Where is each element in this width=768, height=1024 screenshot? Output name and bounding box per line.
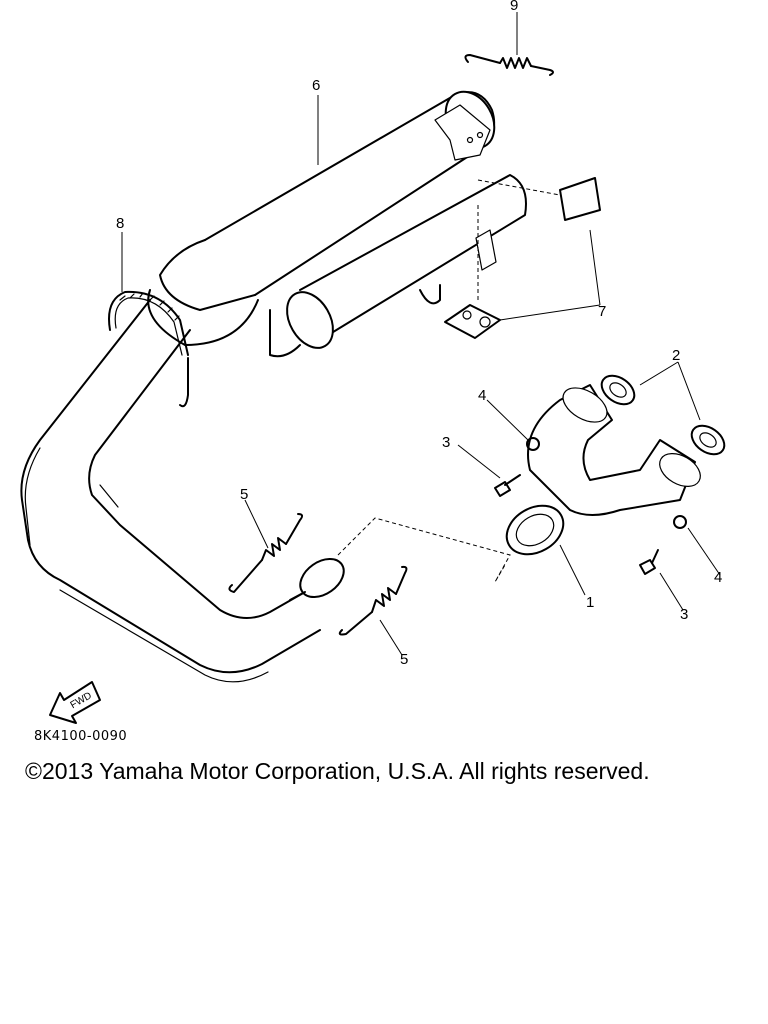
callout-5b: 5: [400, 651, 408, 668]
leader-lines: [121, 12, 721, 656]
muffler: [147, 90, 527, 358]
spring-9: [464, 54, 554, 76]
callout-3a: 3: [442, 434, 450, 451]
callout-1: 1: [586, 594, 594, 611]
callout-9: 9: [510, 0, 518, 14]
fwd-arrow-icon: FWD: [49, 681, 101, 724]
bolts-washers: [494, 437, 687, 575]
diagram-reference-code: 8K4100-0090: [34, 729, 128, 744]
callout-8: 8: [116, 215, 124, 232]
callout-5a: 5: [240, 486, 248, 503]
callout-3b: 3: [680, 606, 688, 623]
exhaust-pipe: [20, 299, 345, 683]
callout-2: 2: [672, 347, 680, 364]
spring-5-lower: [338, 565, 408, 636]
damper-parts: [444, 177, 601, 339]
spring-5-upper: [228, 513, 304, 593]
gaskets: [600, 374, 726, 456]
y-manifold: [505, 384, 701, 556]
copyright-notice: ©2013 Yamaha Motor Corporation, U.S.A. A…: [25, 758, 650, 784]
callout-4a: 4: [478, 387, 486, 404]
callout-4b: 4: [714, 569, 722, 586]
exhaust-parts-diagram: FWD 1 2 3 3 4 4 5 5 6 7 8 9: [20, 0, 726, 724]
callout-6: 6: [312, 77, 320, 94]
callout-7: 7: [598, 303, 606, 320]
muffler-band: [108, 290, 189, 408]
